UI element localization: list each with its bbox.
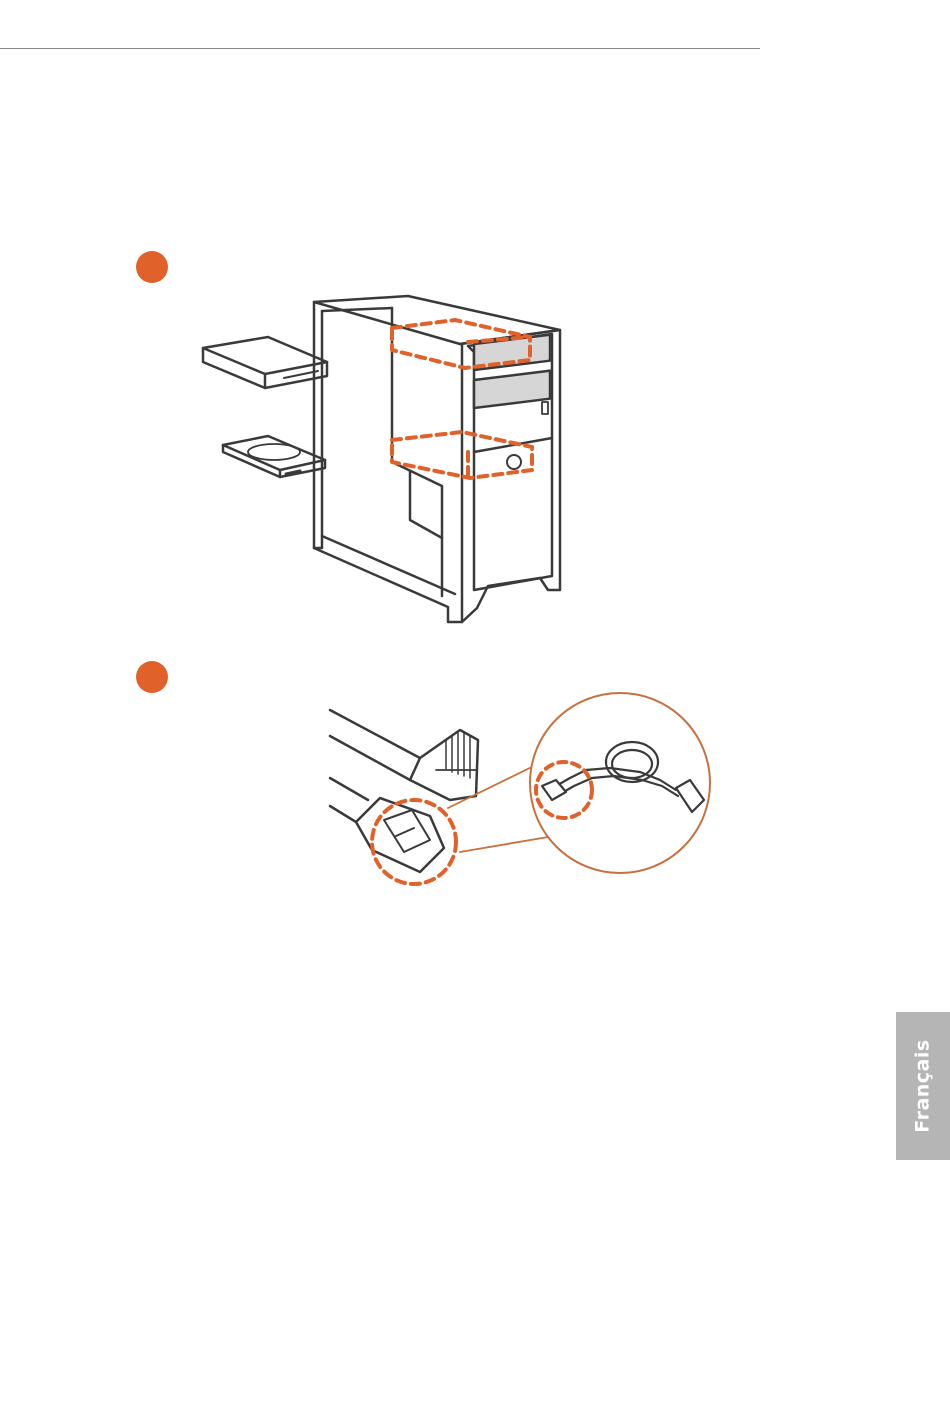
sata-cable-illustration	[320, 688, 720, 893]
hard-drive-icon	[223, 436, 325, 477]
pc-case-icon	[314, 296, 560, 622]
step-1-bullet	[136, 251, 168, 283]
step-2-bullet	[136, 661, 168, 693]
header-rule	[0, 48, 760, 49]
optical-drive-icon	[203, 337, 327, 388]
language-tab: Français	[896, 1012, 950, 1160]
callout-line	[460, 836, 554, 852]
case-drive-bay-illustration	[190, 290, 580, 630]
language-tab-label: Français	[912, 1039, 934, 1132]
